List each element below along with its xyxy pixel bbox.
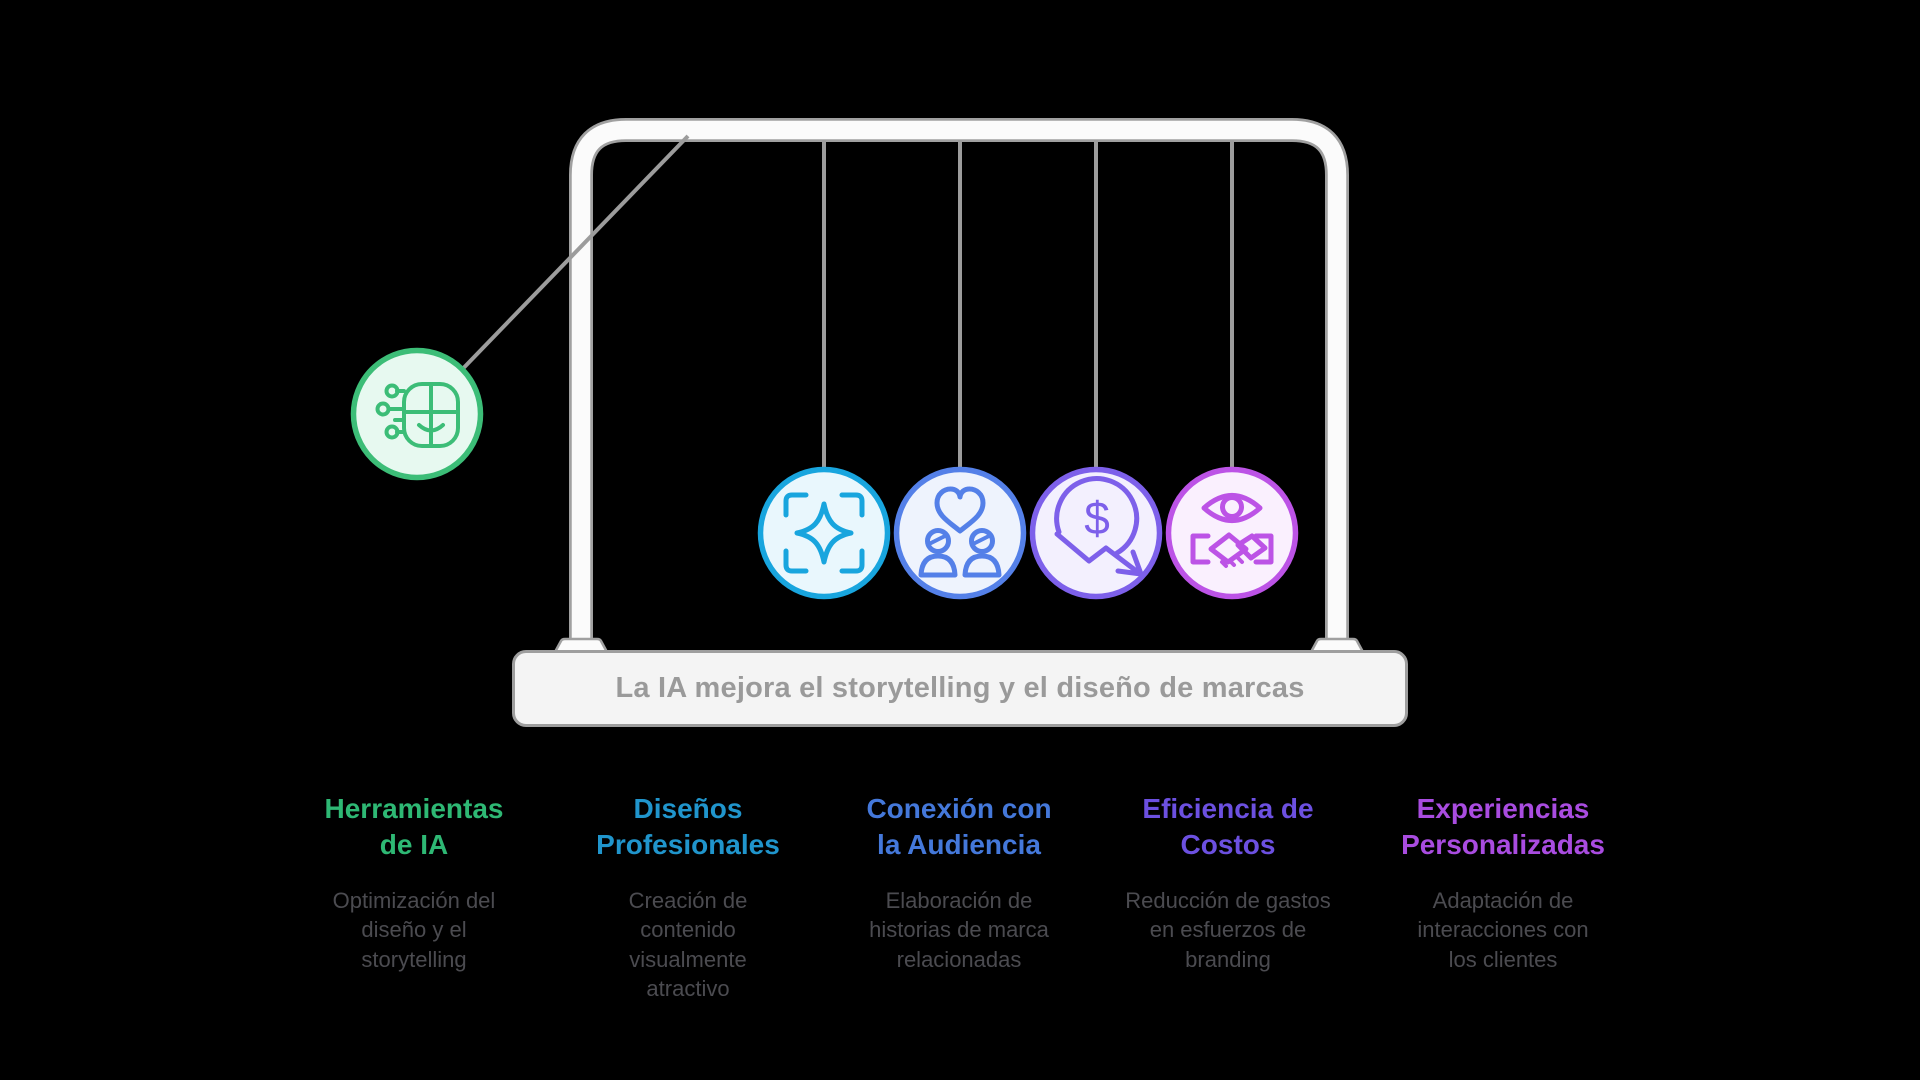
ball-personalized-experiences-circle [1165,466,1299,600]
column-title: Experiencias Personalizadas [1401,793,1605,860]
ball-cost-efficiency: $ [1029,466,1163,600]
frame-foot-right [1308,637,1366,654]
ai-face-circuit-icon [375,382,460,448]
column-description: Creación de contenido visualmente atract… [628,888,748,1001]
column-description: Elaboración de historias de marca relaci… [869,888,1049,972]
dollar-decline-arrow-icon: $ [1054,476,1144,577]
column-experiencias-personalizadas: Experiencias Personalizadas Adaptación d… [1353,791,1653,974]
dollar-sign: $ [1084,492,1110,544]
column-title: Eficiencia de Costos [1142,793,1314,860]
column-description: Optimización del diseño y el storytellin… [332,888,496,972]
eye-handshake-icon [1190,493,1274,568]
frame-foot-left [552,637,610,654]
column-conexion-con-la-audiencia: Conexión con la Audiencia Elaboración de… [809,791,1109,974]
ball-professional-designs-circle [757,466,891,600]
column-herramientas-de-ia: Herramientas de IA Optimización del dise… [264,791,564,974]
ball-audience-connection [893,466,1027,600]
base-caption: La IA mejora el storytelling y el diseño… [615,672,1305,704]
column-title: Diseños Profesionales [596,793,780,860]
cradle-frame [552,118,1366,660]
column-description: Reducción de gastos en esfuerzos de bran… [1125,888,1331,972]
ball-personalized-experiences [1165,466,1299,600]
string-swung [447,134,690,385]
heart-people-icon [918,486,1002,578]
column-eficiencia-de-costos: Eficiencia de Costos Reducción de gastos… [1078,791,1378,974]
cradle-base: La IA mejora el storytelling y el diseño… [512,650,1408,727]
column-disenos-profesionales: Diseños Profesionales Creación de conten… [538,791,838,1003]
sparkle-viewfinder-icon [783,492,865,574]
column-title: Herramientas de IA [324,793,504,860]
ball-ai-tools [350,347,484,481]
ball-professional-designs [757,466,891,600]
column-title: Conexión con la Audiencia [866,793,1052,860]
column-description: Adaptación de interacciones con los clie… [1417,888,1589,972]
